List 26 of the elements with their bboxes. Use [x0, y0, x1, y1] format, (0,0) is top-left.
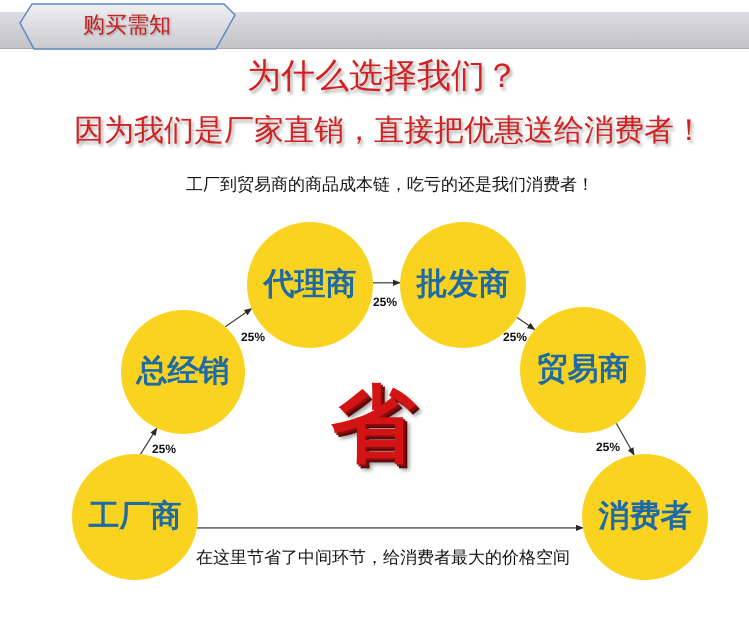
header-tab: 购买需知 — [18, 3, 236, 50]
node-label: 工厂商 — [88, 501, 182, 532]
edge-label: 25% — [594, 441, 622, 453]
circle-node — [400, 222, 526, 348]
node-label: 贸易商 — [536, 354, 630, 385]
arrow — [616, 423, 635, 456]
title: 为什么选择我们？ — [247, 59, 519, 93]
circle-node — [72, 454, 198, 580]
edge-label: 25% — [502, 331, 528, 343]
node-label: 批发商 — [416, 269, 510, 300]
edge-label: 在这里节省了中间环节，给消费者最大的价格空间 — [195, 548, 571, 566]
edge-label: 25% — [372, 296, 398, 308]
arrow — [373, 280, 401, 286]
tagline: 工厂到贸易商的商品成本链，吃亏的还是我们消费者！ — [186, 177, 594, 194]
big-character: 省 — [331, 382, 415, 466]
subtitle: 因为我们是厂家直销，直接把优惠送给消费者！ — [74, 116, 704, 146]
node-label: 总经销 — [136, 356, 230, 387]
arrow — [224, 308, 252, 328]
circle-node — [582, 454, 708, 580]
node-label: 消费者 — [598, 501, 692, 532]
arrow — [140, 428, 158, 454]
edge-label: 25% — [150, 443, 178, 455]
edge-label: 25% — [240, 331, 266, 343]
node-label: 代理商 — [264, 269, 356, 300]
arrow — [197, 524, 584, 532]
arrow — [516, 316, 536, 330]
